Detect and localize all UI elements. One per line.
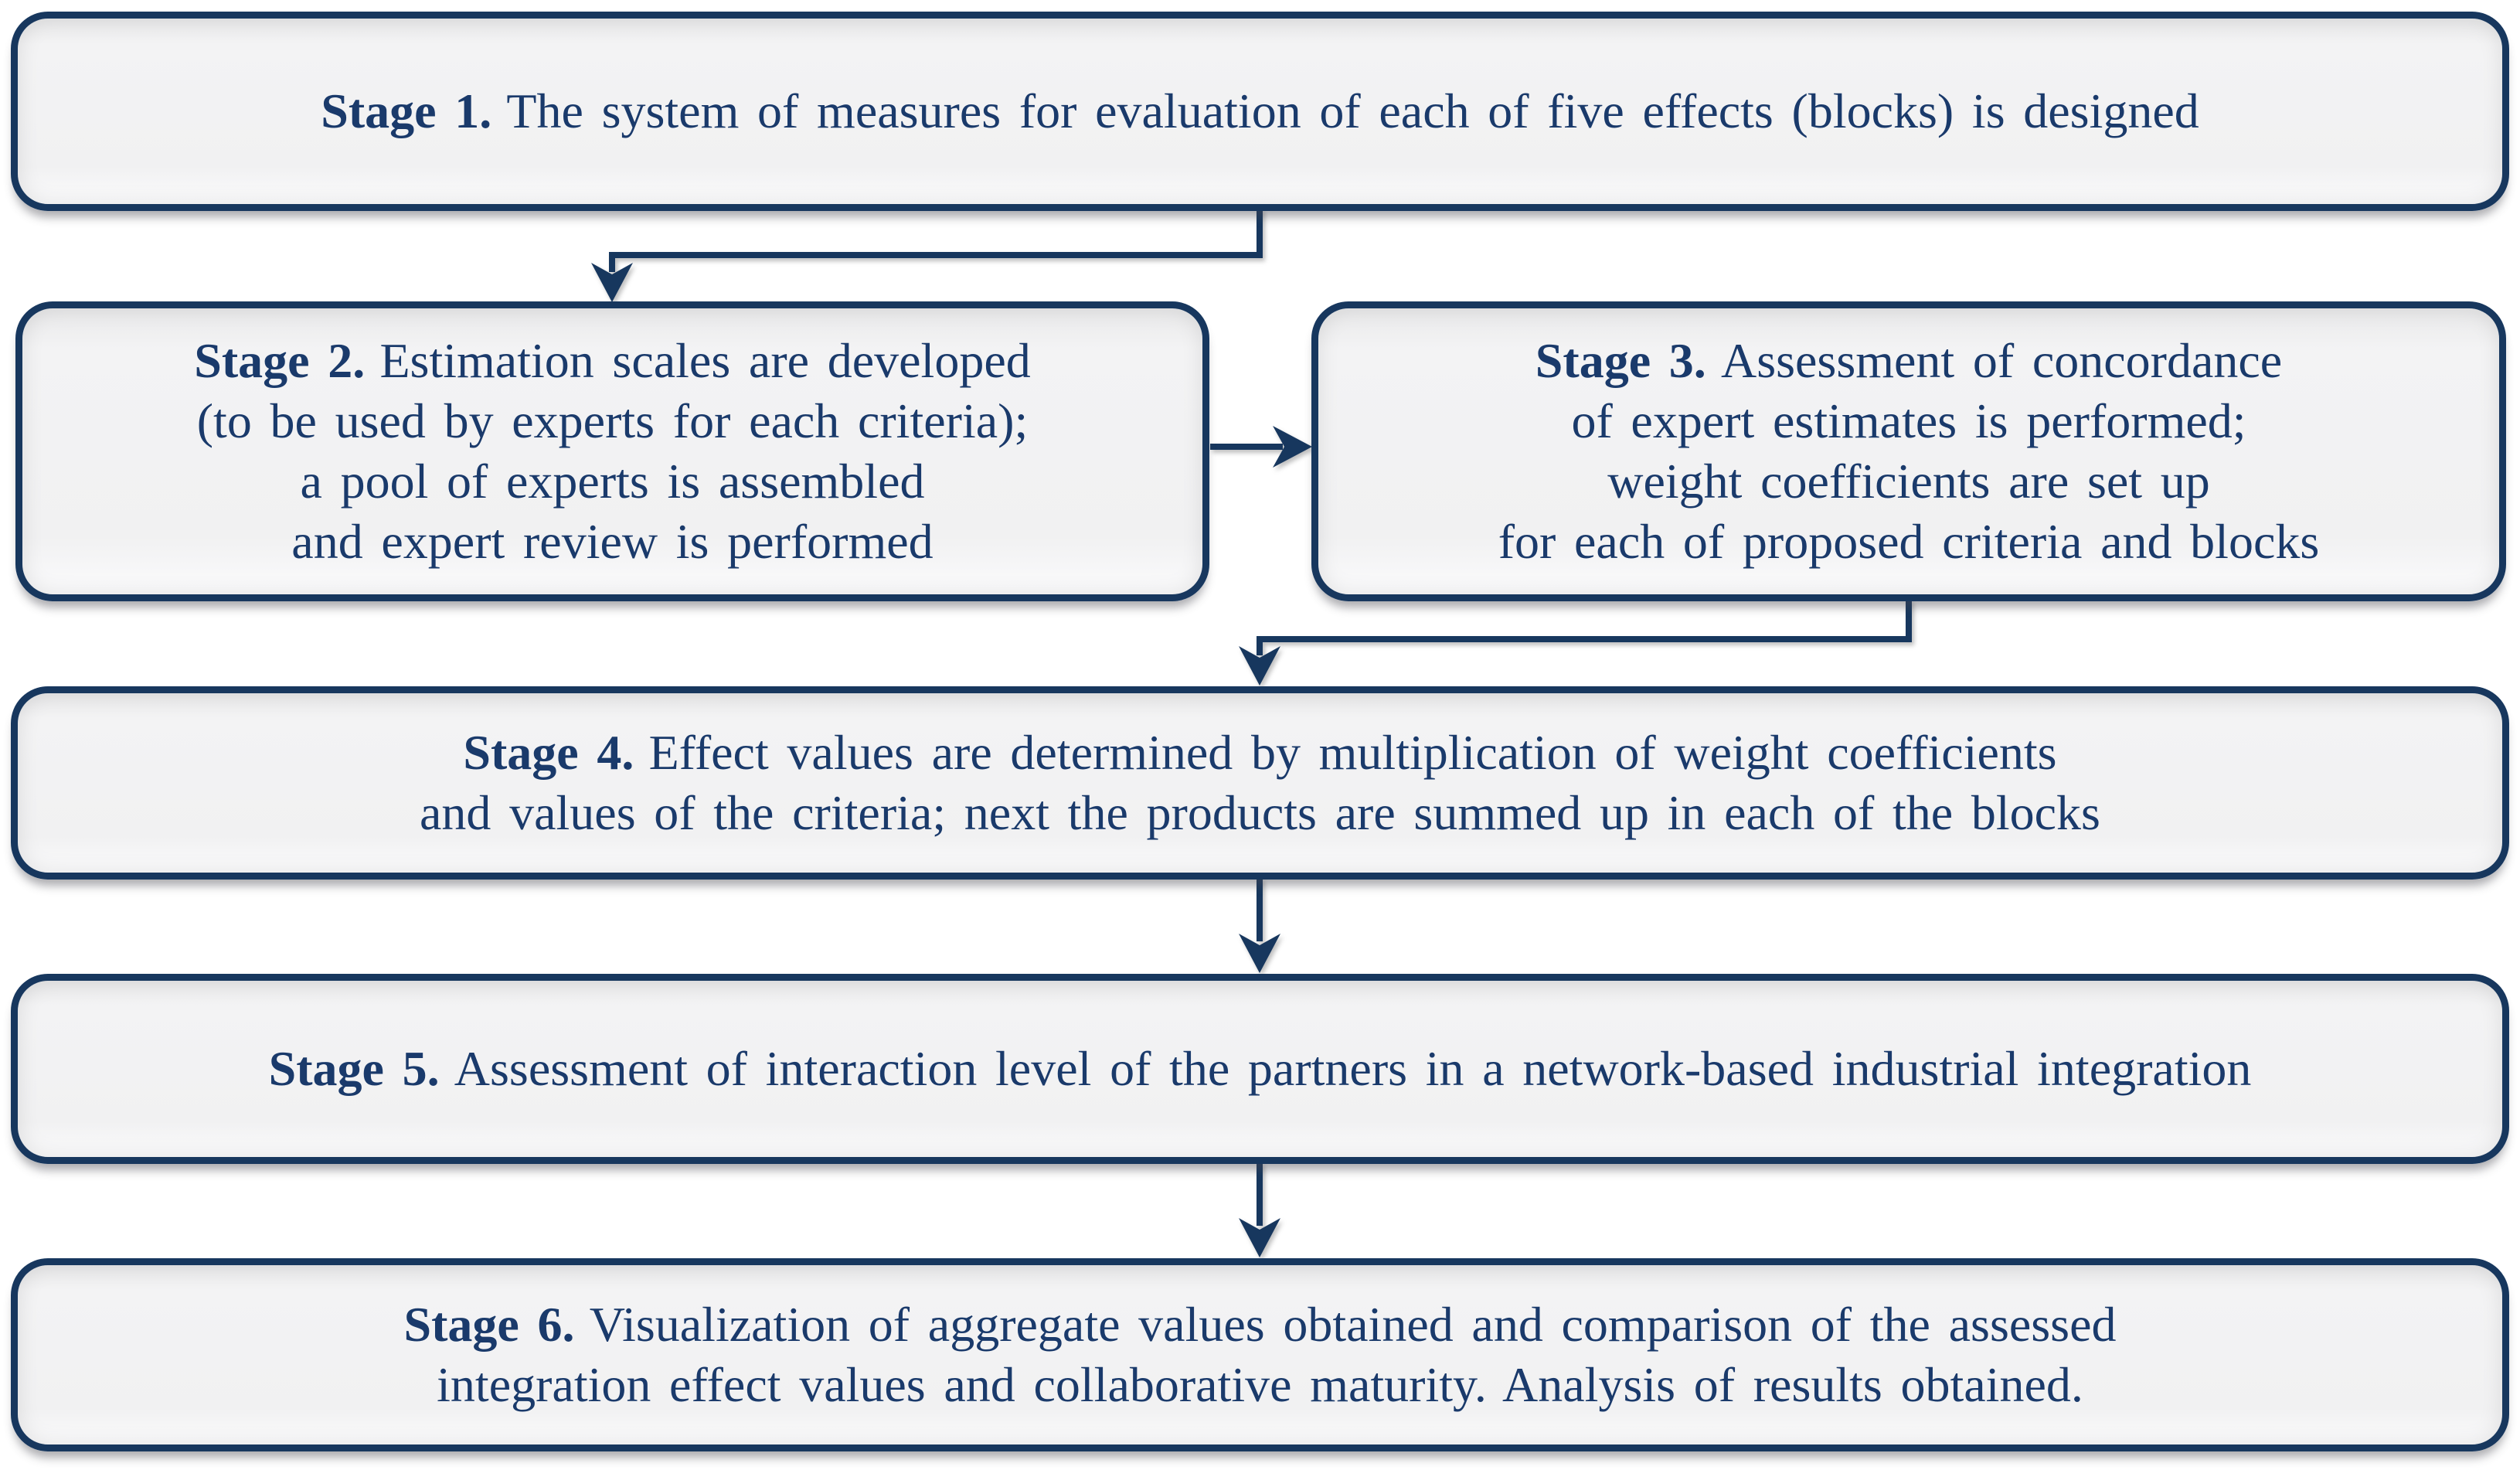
stage-2-line-4: and expert review is performed (291, 514, 934, 569)
stage-5-label: Stage 5. (268, 1041, 440, 1096)
stage-5-text: Stage 5. Assessment of interaction level … (269, 1039, 2252, 1099)
stage-6-text: Stage 6. Visualization of aggregate value… (404, 1295, 2117, 1415)
arrowhead-right-icon (1273, 426, 1312, 468)
stage-2-line-3: a pool of experts is assembled (300, 454, 925, 509)
stage-3-line-3: weight coefficients are set up (1607, 454, 2210, 509)
stage-3-text: Stage 3. Assessment of concordance of exp… (1498, 331, 2320, 572)
stage-2-line-1: Estimation scales are developed (379, 333, 1031, 388)
stage-3-label: Stage 3. (1535, 333, 1706, 388)
stage-1-line-1: The system of measures for evaluation of… (506, 83, 2199, 138)
stage-4-box: Stage 4. Effect values are determined by … (11, 686, 2509, 880)
stage-4-line-2: and values of the criteria; next the pro… (420, 785, 2100, 840)
stage-4-line-1: Effect values are determined by multipli… (648, 725, 2057, 780)
stage-4-text: Stage 4. Effect values are determined by … (420, 723, 2100, 843)
stage-6-line-1: Visualization of aggregate values obtain… (589, 1297, 2117, 1352)
arrowhead-down-icon (1239, 1218, 1280, 1257)
stage-1-box: Stage 1. The system of measures for evalu… (11, 12, 2509, 211)
stage-3-box: Stage 3. Assessment of concordance of exp… (1311, 301, 2506, 601)
stage-2-label: Stage 2. (194, 333, 366, 388)
stage-3-line-4: for each of proposed criteria and blocks (1498, 514, 2320, 569)
arrowhead-down-icon (591, 263, 633, 302)
arrowhead-down-icon (1239, 934, 1280, 973)
stage-1-text: Stage 1. The system of measures for evalu… (321, 81, 2199, 141)
stage-4-label: Stage 4. (463, 725, 634, 780)
connector-stage3-stage4 (1257, 600, 1912, 655)
stage-2-line-2: (to be used by experts for each criteria… (196, 393, 1029, 448)
stage-6-line-2: integration effect values and collaborat… (437, 1357, 2083, 1412)
stage-2-text: Stage 2.Estimation scales are developed … (194, 331, 1030, 572)
stage-5-line-1: Assessment of interaction level of the p… (454, 1041, 2252, 1096)
stage-6-label: Stage 6. (403, 1297, 575, 1352)
stage-6-box: Stage 6. Visualization of aggregate value… (11, 1258, 2509, 1451)
stage-5-box: Stage 5. Assessment of interaction level … (11, 974, 2509, 1164)
connector-stage1-stage2 (609, 209, 1263, 272)
stage-3-line-1: Assessment of concordance (1720, 333, 2283, 388)
stage-3-line-2: of expert estimates is performed; (1571, 393, 2246, 448)
stage-2-box: Stage 2.Estimation scales are developed … (15, 301, 1209, 601)
arrowhead-down-icon (1239, 646, 1280, 686)
stage-1-label: Stage 1. (321, 83, 492, 138)
